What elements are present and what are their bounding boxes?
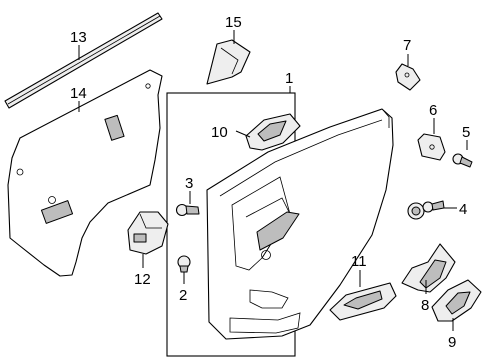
callout-11: 11 xyxy=(351,253,367,270)
screw-part-3 xyxy=(175,203,200,217)
callout-8: 8 xyxy=(421,297,429,314)
callout-2: 2 xyxy=(179,287,187,304)
screw-part-5 xyxy=(452,153,473,168)
callout-14: 14 xyxy=(70,85,87,102)
clip-part-2 xyxy=(177,255,191,273)
callout-5: 5 xyxy=(462,124,470,141)
callout-3: 3 xyxy=(185,175,193,192)
callout-7: 7 xyxy=(403,37,411,54)
bracket-part-15 xyxy=(206,39,251,85)
weatherstrip-part xyxy=(4,12,163,109)
callout-4: 4 xyxy=(459,201,467,218)
callout-6: 6 xyxy=(429,102,437,119)
callout-9: 9 xyxy=(448,334,456,351)
handle-housing-part xyxy=(401,243,456,293)
sound-pad-part xyxy=(7,69,163,277)
callout-10: 10 xyxy=(211,124,228,141)
washer-screw-part-4 xyxy=(407,200,445,220)
handle-cover-part xyxy=(431,279,482,322)
door-handle-part xyxy=(245,113,301,151)
switch-bezel-part xyxy=(329,282,397,321)
callout-13: 13 xyxy=(70,29,87,46)
callout-leaders xyxy=(78,30,468,331)
callout-labels: 1 2 3 4 5 6 7 8 9 10 11 12 13 14 15 xyxy=(70,14,470,351)
callout-1: 1 xyxy=(285,70,293,87)
window-switch-part xyxy=(127,211,169,255)
clip-part-7 xyxy=(395,63,421,91)
callout-12: 12 xyxy=(134,271,151,288)
clip-part-6 xyxy=(417,133,446,161)
door-trim-panel xyxy=(206,108,394,340)
callout-15: 15 xyxy=(225,14,242,31)
